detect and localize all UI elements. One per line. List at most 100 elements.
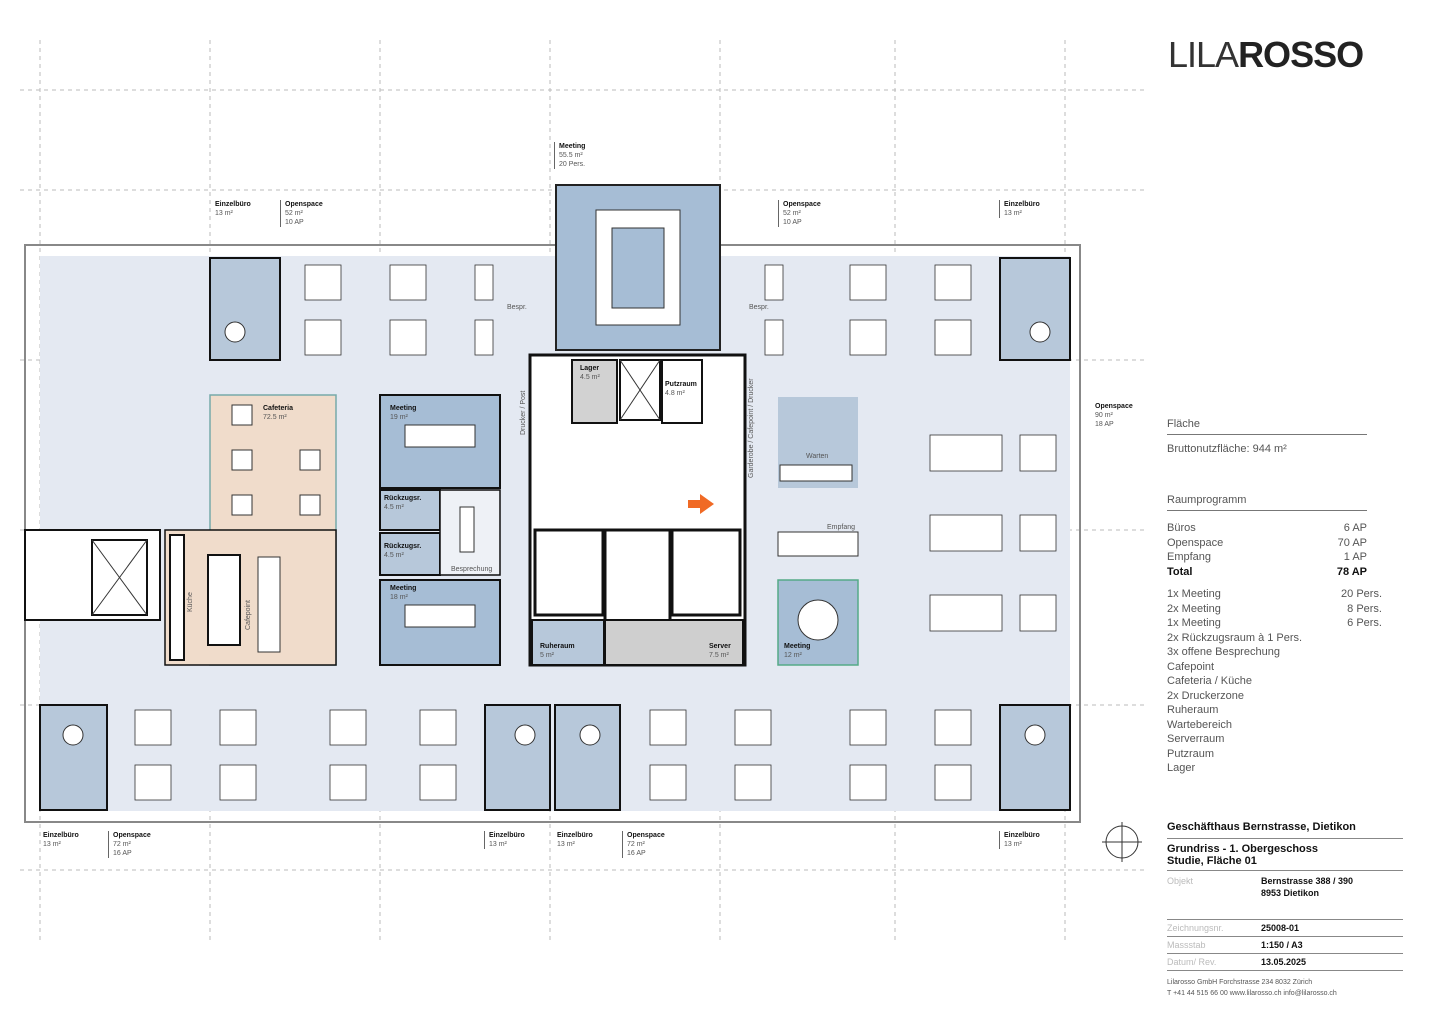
- workplace-value: 70 AP: [1337, 536, 1367, 549]
- area-section: Fläche Bruttonutzfläche: 944 m²: [1167, 418, 1367, 455]
- room-row: Ruheraum: [1167, 703, 1382, 718]
- besprechung-table: [459, 506, 475, 553]
- zone-capacity: 16 AP: [627, 850, 646, 857]
- office-bottom-1: [39, 704, 108, 811]
- date-value: 13.05.2025: [1261, 957, 1307, 967]
- round-table: [224, 321, 246, 343]
- zone-area: 13 m²: [215, 210, 233, 217]
- garderobe-label: Garderobe / Cafepoint / Drucker: [748, 378, 755, 478]
- room-row: 2x Rückzugsraum à 1 Pers.: [1167, 631, 1382, 646]
- cafepoint-label: Cafepoint: [245, 600, 252, 630]
- room-area: 12 m²: [784, 652, 802, 659]
- zone-area: 52 m²: [285, 210, 303, 217]
- workplace-label: Empfang: [1167, 551, 1212, 563]
- room-row: Lager: [1167, 761, 1382, 776]
- rueckzug-2: [379, 532, 441, 576]
- cafe-table: [299, 494, 321, 516]
- room-title: Meeting: [390, 405, 417, 412]
- round-table: [62, 724, 84, 746]
- kitchen-area: [164, 529, 337, 666]
- meeting-12-label: Meeting 12 m²: [784, 642, 810, 660]
- logo-bold: ROSSO: [1238, 34, 1364, 75]
- entry-arrow: [688, 494, 714, 514]
- zone-area: 90 m²: [1095, 412, 1113, 419]
- desk: [764, 319, 784, 356]
- room-area: 5 m²: [540, 652, 554, 659]
- zone-area: 72 m²: [113, 841, 131, 848]
- total-label: Total: [1167, 565, 1193, 578]
- round-table: [514, 724, 536, 746]
- project-title: Geschäfthaus Bernstrasse, Dietikon: [1167, 820, 1403, 839]
- room-label: Serverraum: [1167, 733, 1225, 745]
- object-label: Objekt: [1167, 876, 1194, 886]
- zone-title: Einzelbüro: [215, 201, 251, 208]
- date-row: Datum/ Rev.13.05.2025: [1167, 954, 1403, 971]
- zone-title: Einzelbüro: [1004, 201, 1040, 208]
- zone-title: Openspace: [285, 201, 323, 208]
- warten-label: Warten: [806, 453, 829, 460]
- desk: [934, 709, 972, 746]
- zone-capacity: 18 AP: [1095, 421, 1114, 428]
- zone-title: Meeting: [559, 143, 586, 150]
- room-label: Cafepoint: [1167, 660, 1215, 673]
- desk: [304, 319, 342, 356]
- desk: [389, 319, 427, 356]
- rueckzug-1: [379, 489, 441, 531]
- room-row: Cafeteria / Küche: [1167, 674, 1382, 689]
- zone-capacity: 16 AP: [113, 850, 132, 857]
- cafe-table: [231, 404, 253, 426]
- number-label: Zeichnungsnr.: [1167, 923, 1224, 933]
- meeting-20-table-inner: [611, 227, 665, 309]
- zone-title: Einzelbüro: [557, 832, 593, 839]
- room-label: Lager: [1167, 762, 1196, 774]
- room-title: Putzraum: [665, 381, 697, 388]
- desk: [929, 434, 1003, 472]
- room-label: Putzraum: [1167, 747, 1215, 760]
- zone-area: 13 m²: [1004, 841, 1022, 848]
- desk: [934, 319, 972, 356]
- room-title: Lager: [580, 365, 600, 372]
- cafe-table: [231, 494, 253, 516]
- desk: [929, 514, 1003, 552]
- meeting-19-table: [404, 424, 476, 448]
- drawing-name: Grundriss - 1. Obergeschoss: [1167, 843, 1318, 855]
- desk: [474, 264, 494, 301]
- zone-title: Openspace: [627, 832, 665, 839]
- room-title: Meeting: [784, 643, 811, 650]
- study-name: Studie, Fläche 01: [1167, 855, 1257, 867]
- room-area: 18 m²: [390, 594, 408, 601]
- room-row: Cafepoint: [1167, 660, 1382, 675]
- desk: [419, 764, 457, 801]
- zone-area: 13 m²: [43, 841, 61, 848]
- server-room: [604, 619, 744, 666]
- office-bottom-4: [999, 704, 1071, 811]
- room-value: 8 Pers.: [1347, 602, 1382, 615]
- room-row: Putzraum: [1167, 747, 1382, 762]
- room-label: 1x Meeting: [1167, 617, 1221, 629]
- room-title: Cafeteria: [263, 405, 293, 412]
- room-label: 2x Rückzugsraum à 1 Pers.: [1167, 631, 1303, 644]
- logo-thin: LILA: [1168, 34, 1239, 75]
- desk: [849, 264, 887, 301]
- besprechung-label: Besprechung: [451, 566, 493, 573]
- scale-value: 1:150 / A3: [1261, 940, 1303, 950]
- drawing-title: Grundriss - 1. Obergeschoss Studie, Fläc…: [1167, 839, 1403, 871]
- desk: [849, 319, 887, 356]
- room-area: 4.5 m²: [384, 504, 404, 511]
